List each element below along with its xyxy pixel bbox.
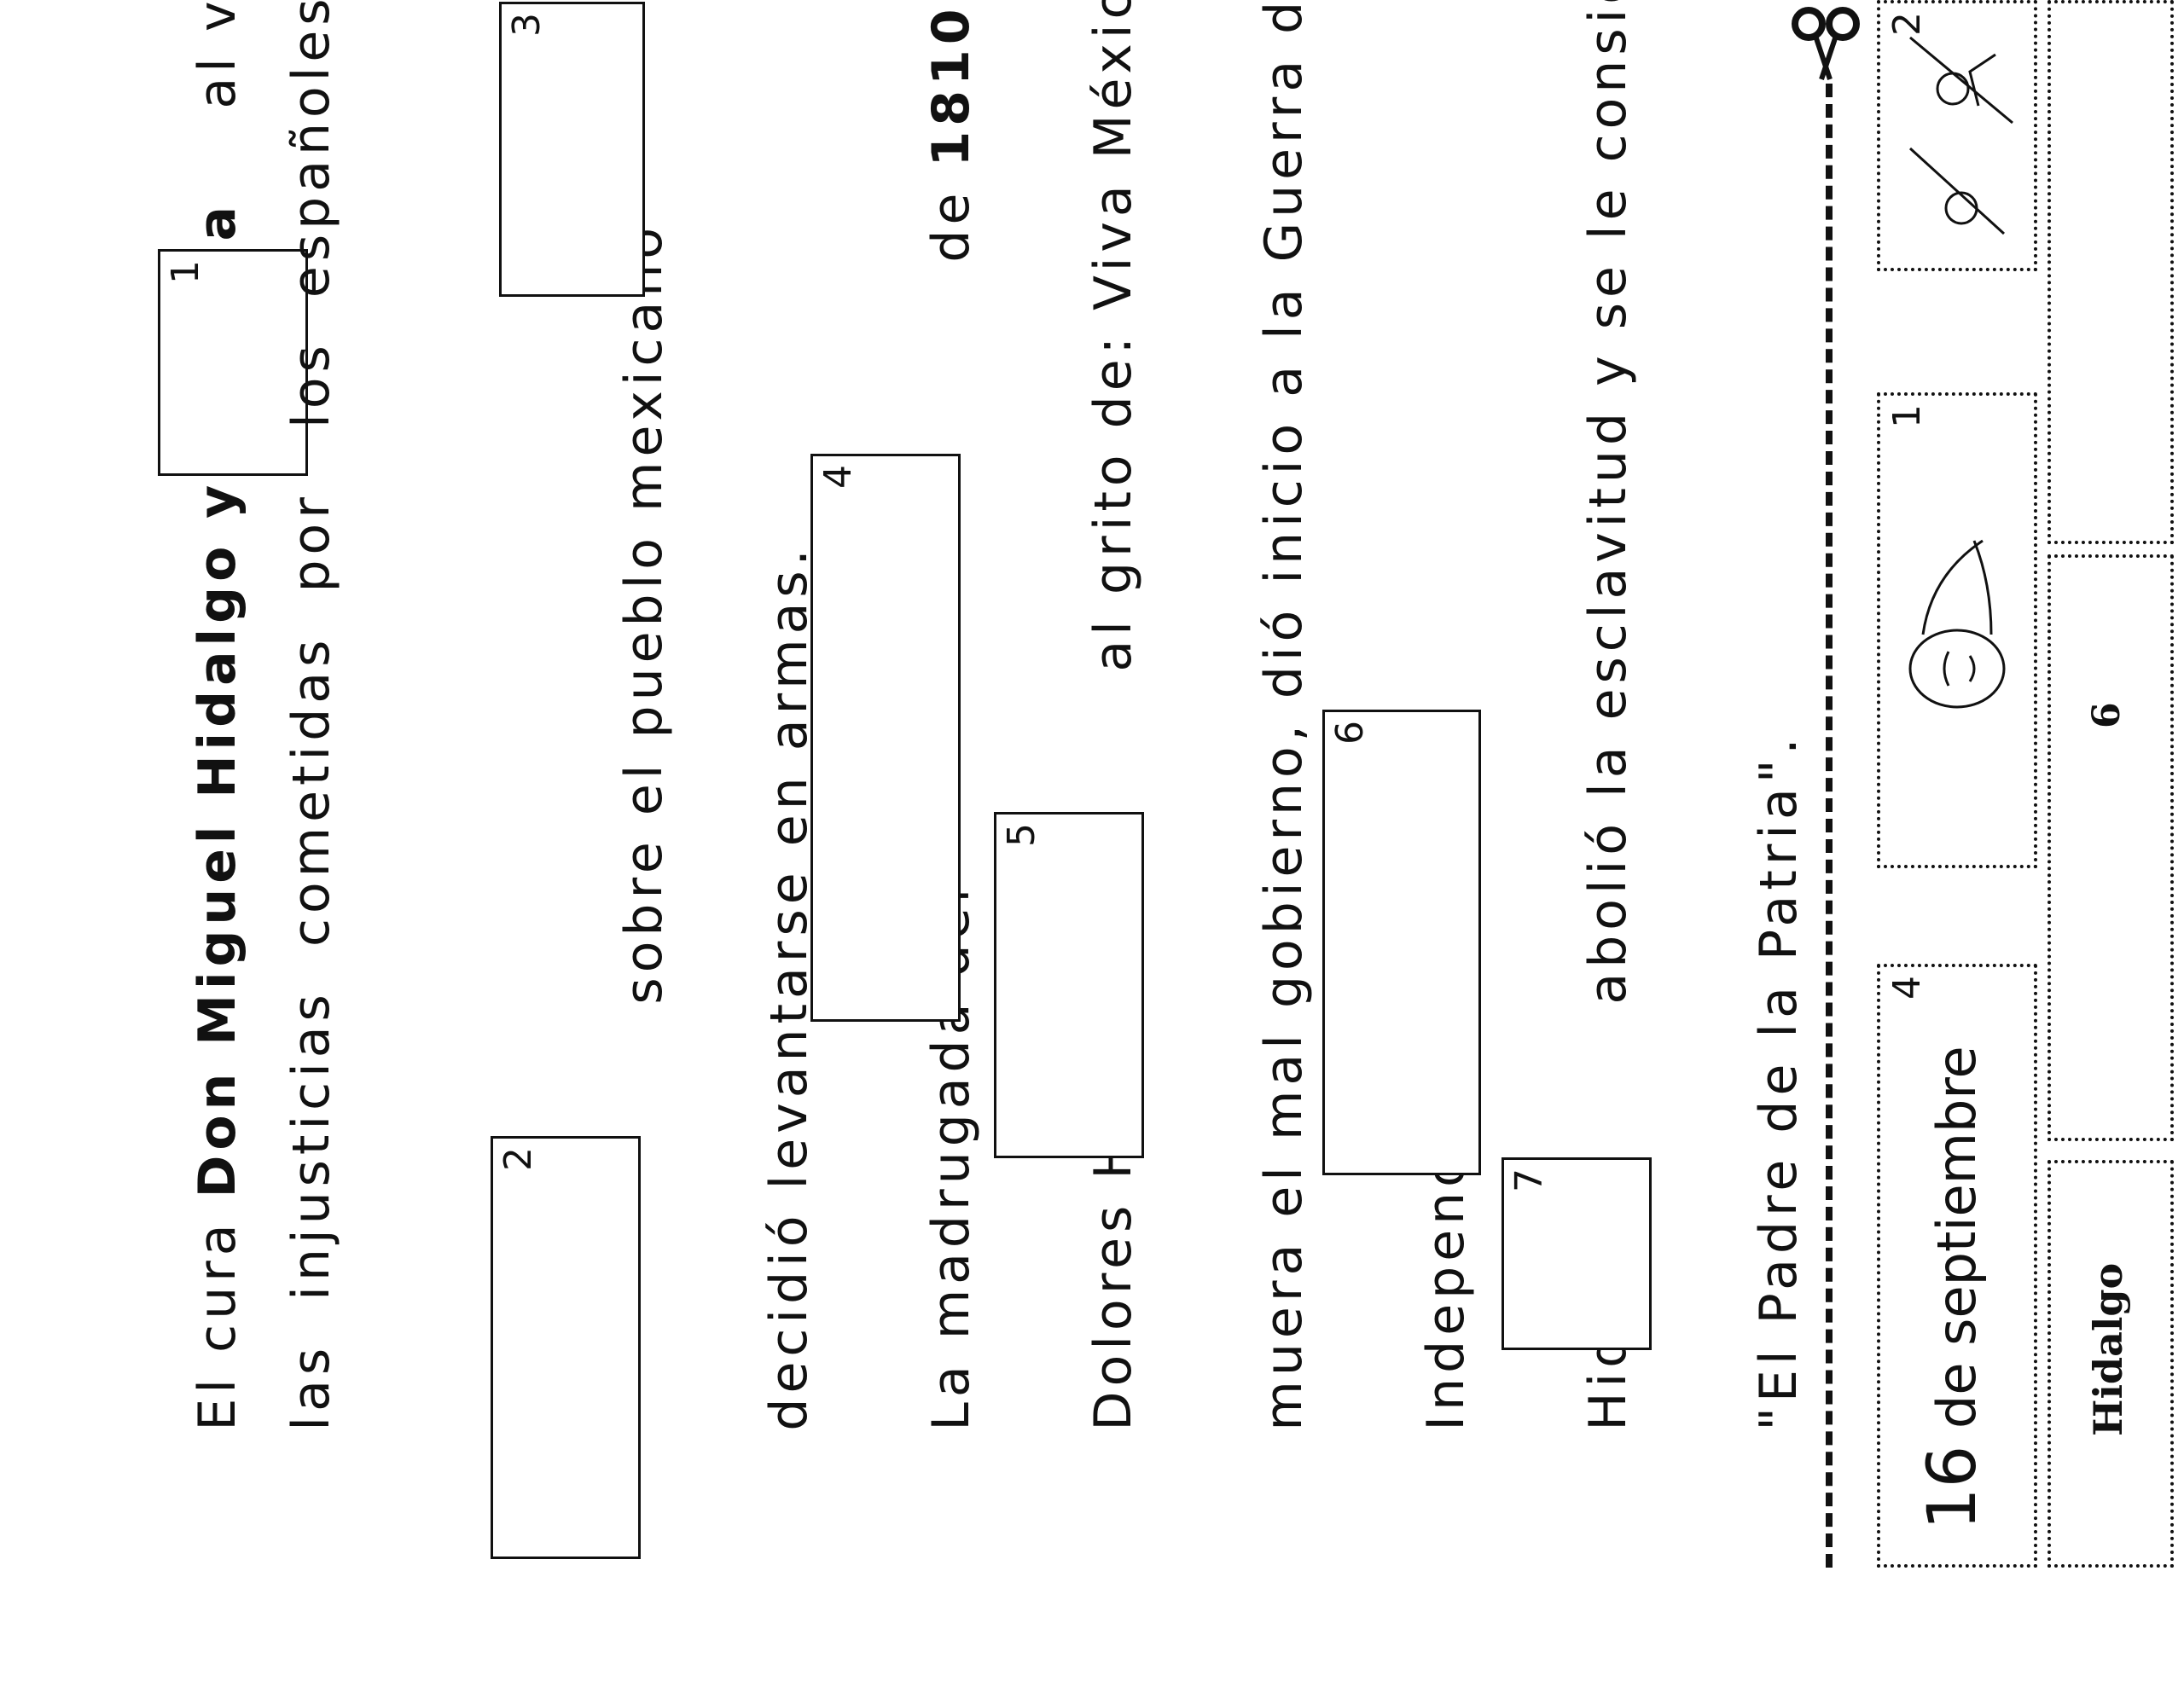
blank-box-7[interactable]: 7 (1502, 1157, 1652, 1350)
text: al grito de: Viva México, (1083, 0, 1143, 672)
blank-number: 5 (1000, 823, 1043, 847)
card-date-text: 16 de septiembre (1914, 1046, 1991, 1530)
blank-box-4[interactable]: 4 (810, 454, 961, 1022)
hidalgo-portrait-image (1908, 539, 2006, 709)
text-line-10: "El Padre de la Patria". (1689, 733, 1868, 1560)
date-number: 16 (1914, 1445, 1991, 1530)
cutout-card-row2-middle[interactable]: 6 (2048, 554, 2174, 1141)
cutout-card-portrait[interactable]: 1 (1877, 392, 2037, 868)
blank-box-3[interactable]: 3 (499, 2, 645, 297)
text-line-5-end: de 1810 en (862, 0, 1041, 391)
blank-box-6[interactable]: 6 (1322, 710, 1481, 1175)
card-number: 6 (2085, 702, 2129, 728)
cutout-card-row2-right[interactable] (2048, 0, 2174, 544)
date-month: de septiembre (1926, 1046, 1988, 1446)
cutout-card-soldiers[interactable]: 2 (1877, 0, 2037, 271)
card-label-text: Hidalgo (2085, 1262, 2131, 1436)
text: sobre el pueblo mexicano (614, 222, 674, 1005)
cutout-card-hidalgo-label[interactable]: Hidalgo (2048, 1160, 2174, 1568)
blank-number: 2 (497, 1147, 540, 1171)
blank-number: 7 (1507, 1168, 1551, 1192)
blank-number: 1 (164, 260, 207, 284)
text-line-6-end: al grito de: Viva México, (1024, 0, 1203, 800)
blank-number: 4 (816, 465, 860, 489)
text: de (921, 188, 981, 263)
text: las injusticias cometidas por los españo… (282, 0, 341, 1431)
card-number: 4 (1885, 976, 1929, 1000)
text: abolió la esclavitud y se le considera (1578, 0, 1638, 1005)
card-number: 1 (1885, 404, 1929, 428)
text-line-2: las injusticias cometidas por los españo… (222, 0, 401, 1559)
text: muera el mal gobierno, dió inicio a la G… (1254, 0, 1314, 1431)
blank-box-5[interactable]: 5 (994, 812, 1144, 1158)
cutout-card-date[interactable]: 4 16 de septiembre (1877, 964, 2037, 1568)
blank-box-2[interactable]: 2 (491, 1136, 641, 1559)
blank-number: 6 (1328, 721, 1372, 745)
year-text: 1810 (921, 3, 981, 167)
insurgent-soldiers-image (1908, 36, 2013, 235)
blank-number: 3 (505, 13, 549, 37)
text-line-9-end: abolió la esclavitud y se le considera (1519, 0, 1698, 1133)
cut-dashed-line (1826, 84, 1833, 1568)
text: "El Padre de la Patria". (1749, 733, 1809, 1431)
scissors-icon (1787, 7, 1864, 84)
